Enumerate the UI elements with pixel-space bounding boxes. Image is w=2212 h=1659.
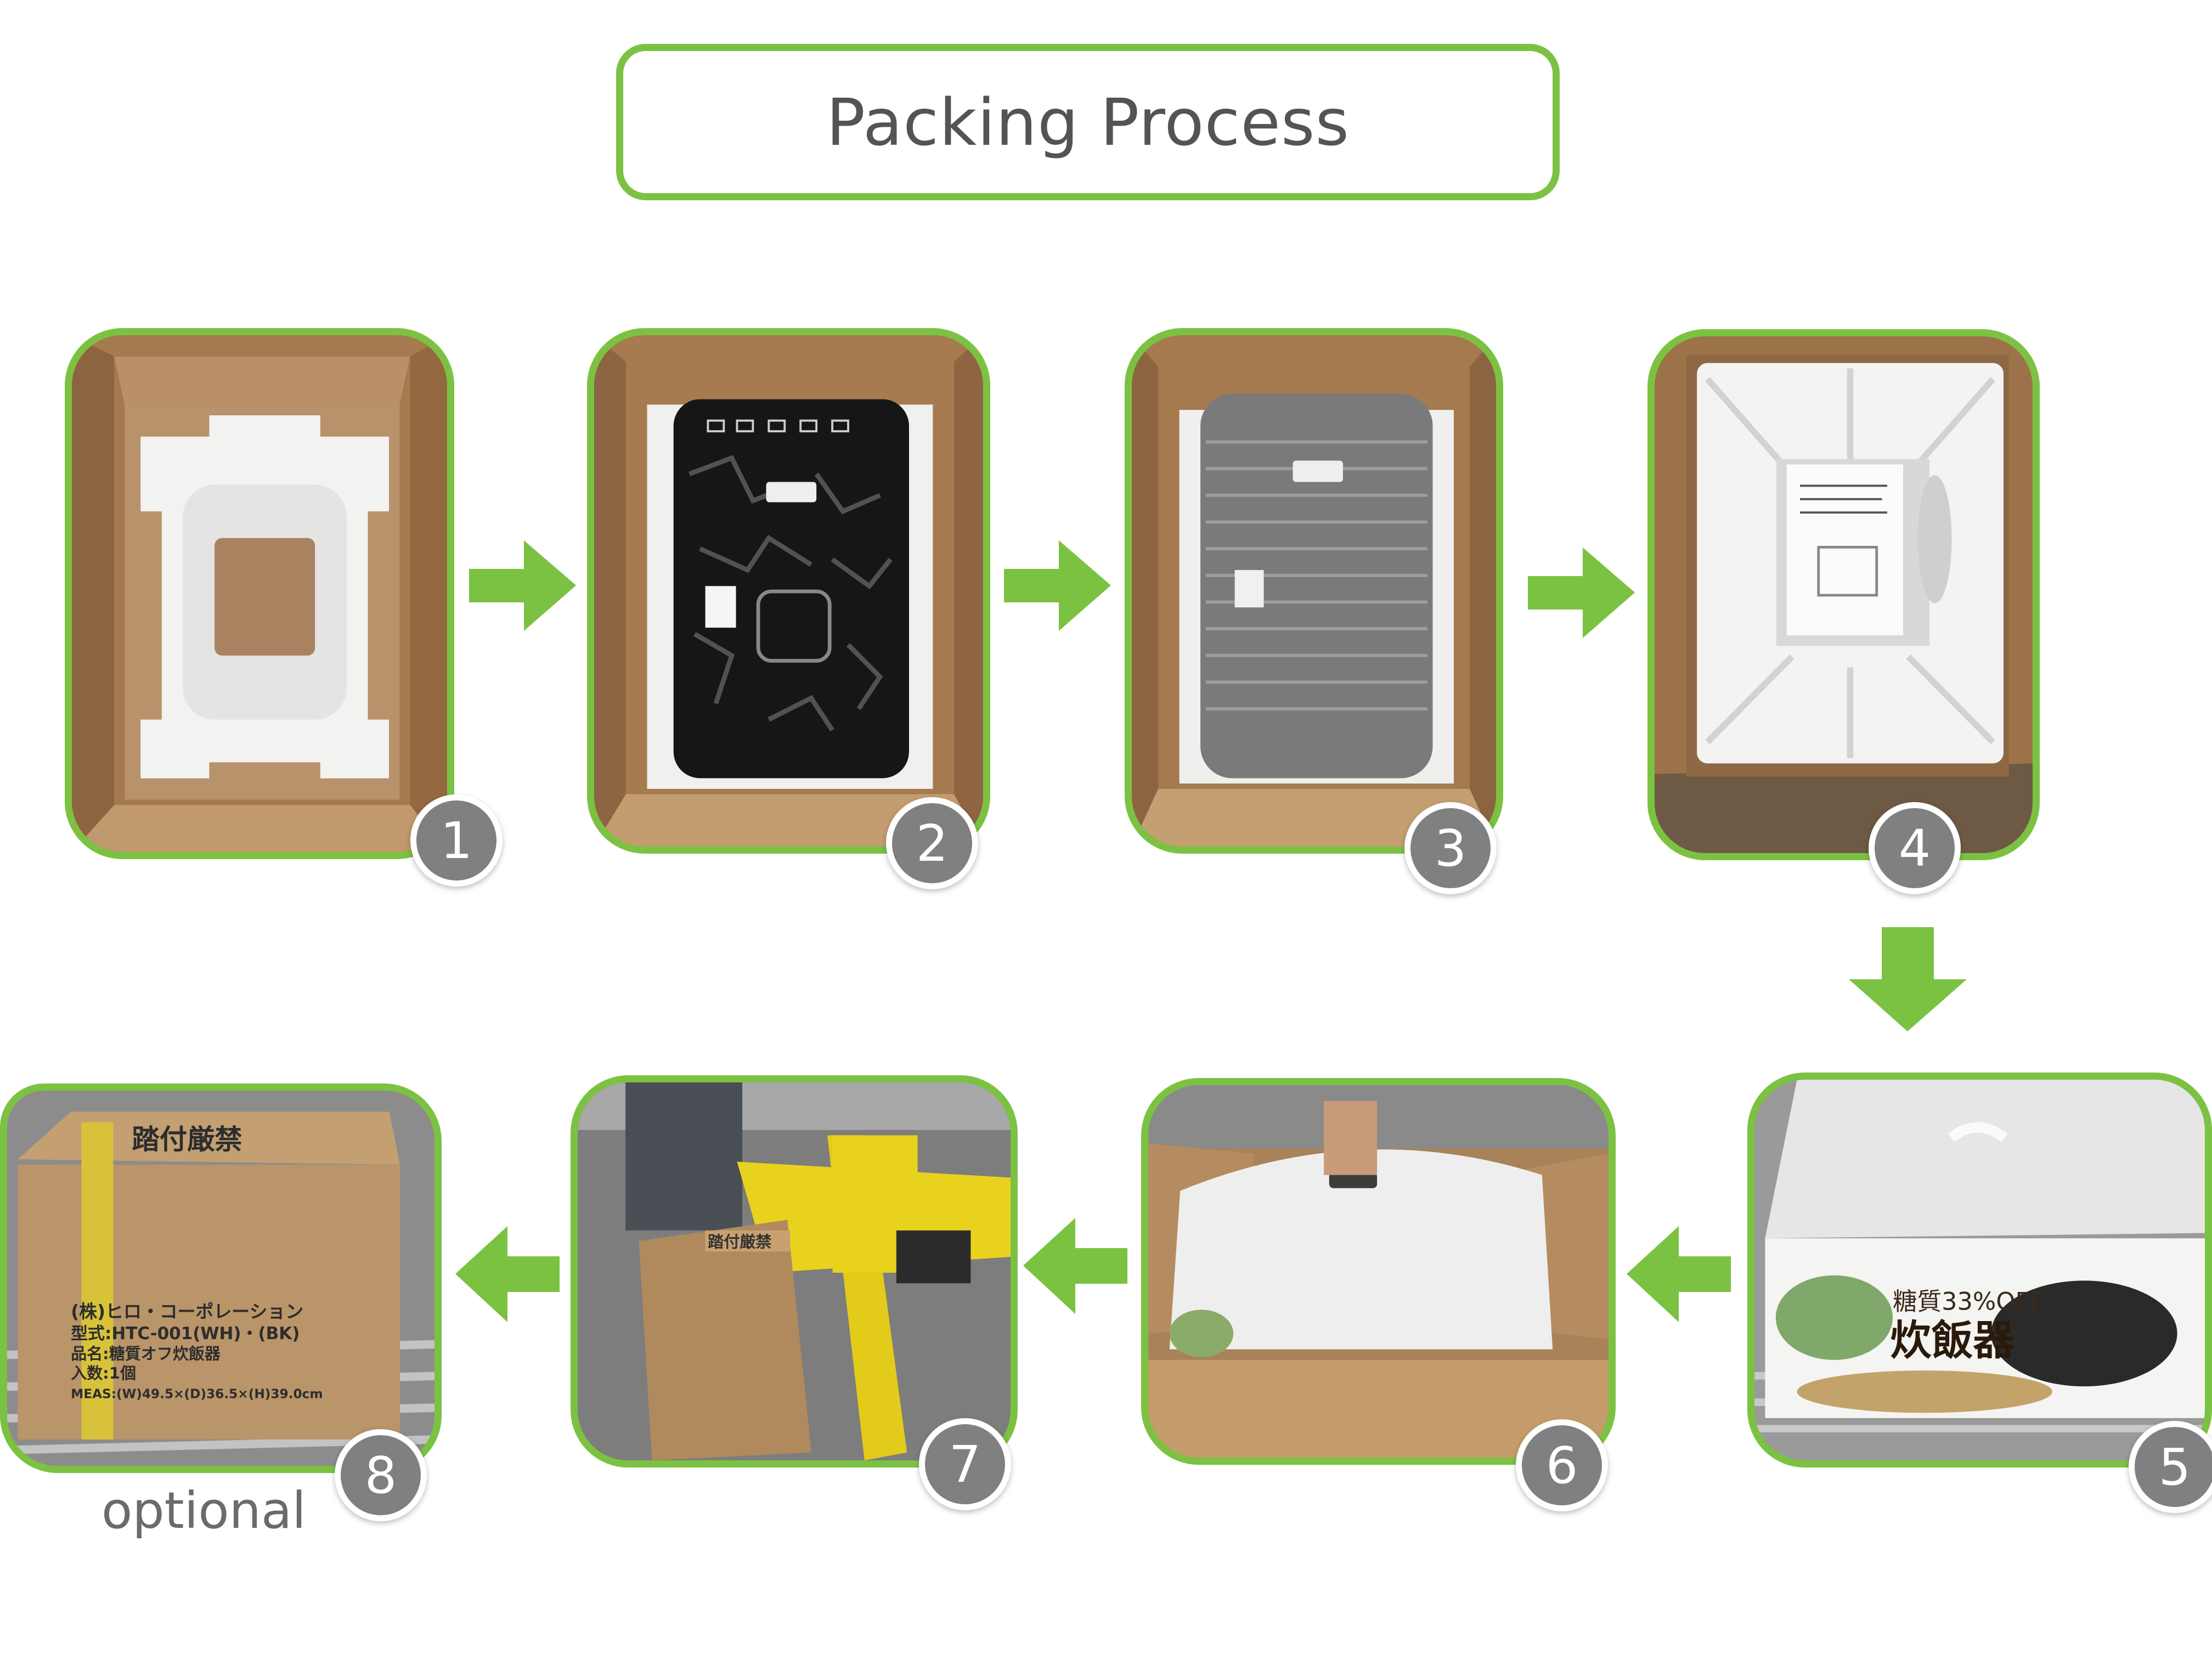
- rice-cooker-in-box-photo: [594, 335, 983, 847]
- step-2-photo: [587, 328, 990, 854]
- carton-meas-text: MEAS:(W)49.5×(D)36.5×(H)39.0cm: [71, 1387, 323, 1402]
- step-badge-4: 4: [1869, 802, 1961, 894]
- step-badge-3: 3: [1404, 802, 1497, 894]
- step-3-photo: [1125, 328, 1503, 854]
- step-7-photo: 踏付厳禁: [571, 1075, 1018, 1468]
- step-badge-6: 6: [1516, 1419, 1608, 1511]
- step-4-photo: [1647, 329, 2040, 860]
- step7-carton-top-text: 踏付厳禁: [708, 1233, 771, 1251]
- retail-box-into-carton-photo: [1148, 1085, 1609, 1458]
- optional-label: optional: [101, 1481, 306, 1540]
- strapped-carton-photo: 踏付厳禁 (株)ヒロ・コーポレーション 型式:HTC-001(WH)・(BK) …: [7, 1091, 435, 1466]
- title-box: Packing Process: [616, 44, 1560, 200]
- page-title: Packing Process: [826, 84, 1350, 160]
- cooker-in-plastic-bag-photo: [1132, 335, 1496, 847]
- top-foam-with-manual-photo: [1655, 336, 2033, 853]
- retail-box-photo: 糖質33%OFF 炊飯器: [1754, 1080, 2205, 1460]
- empty-box-with-foam-photo: [72, 335, 447, 852]
- arrow-down-icon: [1849, 927, 1967, 1031]
- carton-name-text: 品名:糖質オフ炊飯器: [71, 1344, 221, 1363]
- step5-promo-text: 糖質33%OFF: [1893, 1288, 2044, 1316]
- step-badge-8: 8: [335, 1429, 427, 1521]
- step-5-photo: 糖質33%OFF 炊飯器: [1747, 1073, 2212, 1468]
- step-badge-2: 2: [886, 797, 978, 889]
- carton-model-text: 型式:HTC-001(WH)・(BK): [71, 1324, 300, 1344]
- arrow-right-icon: [1004, 540, 1111, 631]
- arrow-right-icon: [469, 540, 576, 631]
- step-badge-1: 1: [410, 794, 503, 887]
- step-badge-7: 7: [919, 1418, 1011, 1510]
- carton-qty-text: 入数:1個: [71, 1364, 136, 1383]
- step-8-photo: 踏付厳禁 (株)ヒロ・コーポレーション 型式:HTC-001(WH)・(BK) …: [0, 1084, 442, 1473]
- step5-product-text: 炊飯器: [1890, 1316, 2015, 1364]
- arrow-left-icon: [455, 1226, 560, 1322]
- carton-tape-sealing-photo: 踏付厳禁: [578, 1082, 1011, 1460]
- arrow-left-icon: [1627, 1226, 1731, 1322]
- step8-carton-top-text: 踏付厳禁: [132, 1123, 242, 1155]
- arrow-right-icon: [1528, 548, 1635, 638]
- arrow-left-icon: [1023, 1218, 1127, 1314]
- carton-company-text: (株)ヒロ・コーポレーション: [71, 1301, 303, 1322]
- step-badge-5: 5: [2129, 1421, 2212, 1513]
- step-6-photo: [1141, 1078, 1616, 1465]
- step-1-photo: [65, 328, 454, 859]
